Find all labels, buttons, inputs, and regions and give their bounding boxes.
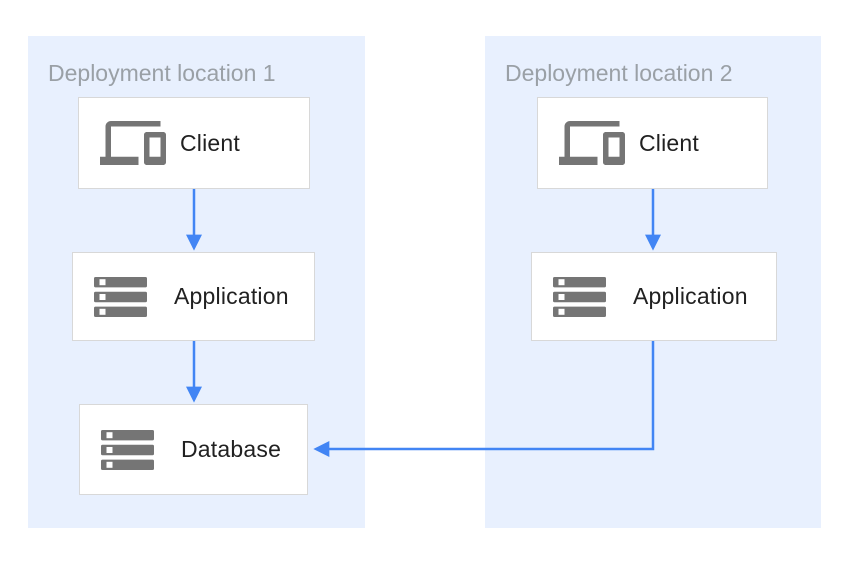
node-application-1: Application bbox=[72, 252, 315, 341]
node-client-1: Client bbox=[78, 97, 310, 189]
devices-icon bbox=[100, 110, 166, 176]
server-stack-icon bbox=[101, 429, 167, 470]
region-label: Deployment location 1 bbox=[48, 60, 276, 86]
node-label: Application bbox=[174, 283, 289, 309]
devices-icon bbox=[559, 110, 625, 176]
node-label: Client bbox=[180, 129, 241, 156]
node-application-2: Application bbox=[531, 252, 777, 341]
node-label: Client bbox=[639, 129, 700, 156]
node-client-2: Client bbox=[537, 97, 768, 189]
region-label: Deployment location 2 bbox=[505, 60, 733, 86]
node-database-1: Database bbox=[79, 404, 308, 495]
node-label: Application bbox=[633, 283, 748, 309]
node-label: Database bbox=[181, 436, 282, 462]
server-stack-icon bbox=[94, 276, 160, 317]
server-stack-icon bbox=[553, 276, 619, 317]
